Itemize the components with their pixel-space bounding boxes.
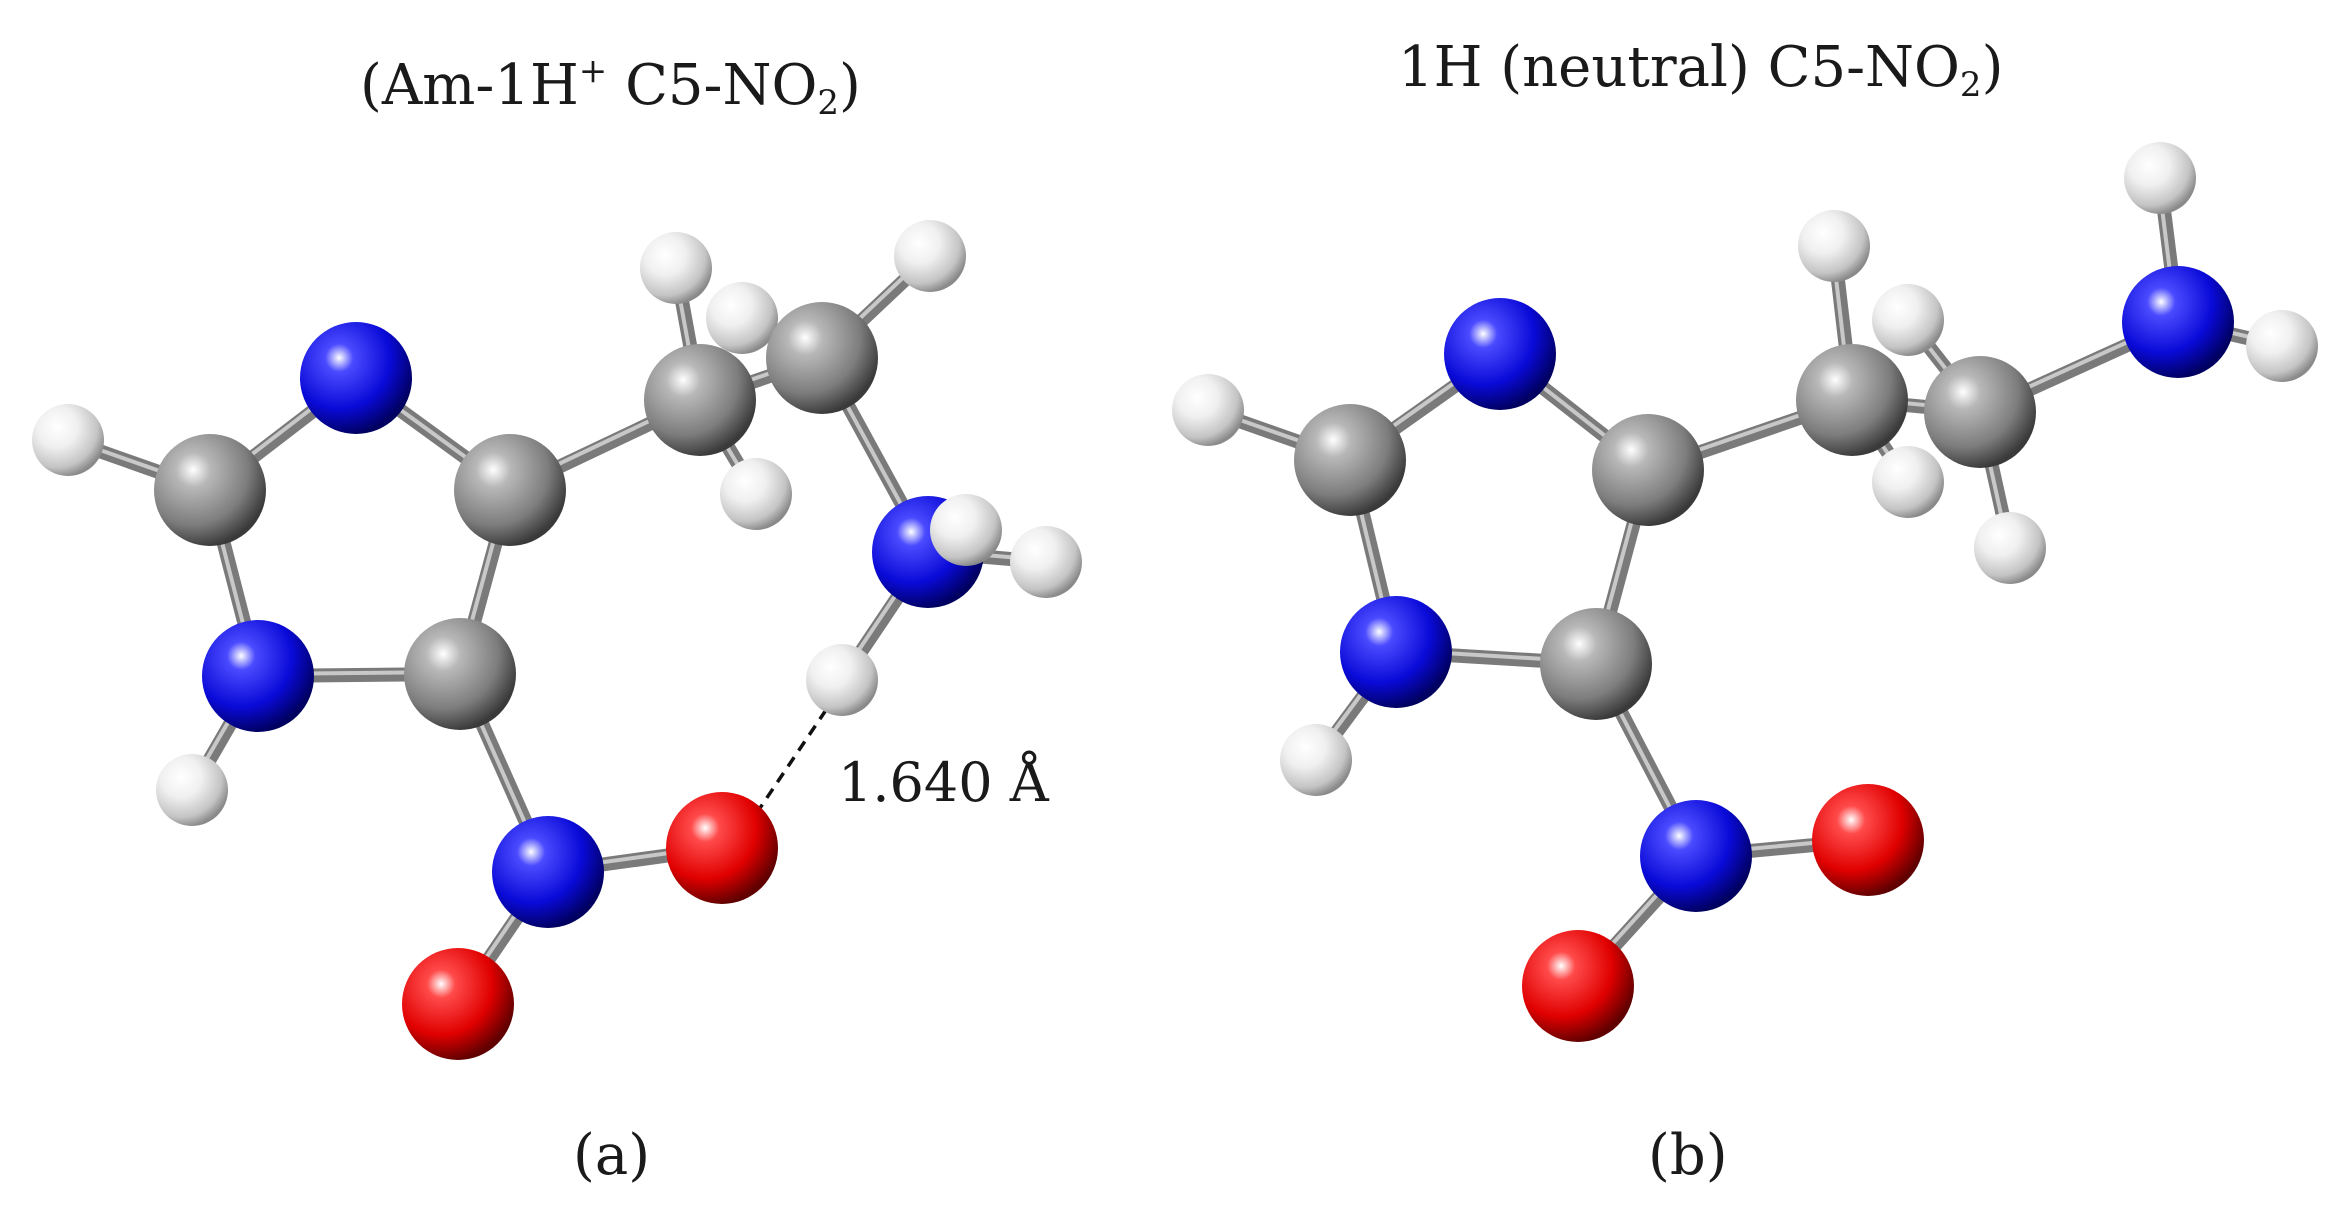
a-hydrogen-atom-ha2 bbox=[720, 458, 792, 530]
hydrogen-bond-dashed-line bbox=[758, 709, 828, 809]
a-oxygen-atom-o1 bbox=[666, 792, 778, 904]
a-hydrogen-atom-hb2 bbox=[894, 220, 966, 292]
b-hydrogen-atom-hb2 bbox=[1974, 512, 2046, 584]
a-carbon-atom-c2 bbox=[154, 434, 266, 546]
a-hydrogen-atom-h2 bbox=[32, 404, 104, 476]
b-oxygen-atom-o2 bbox=[1522, 930, 1634, 1042]
b-carbon-atom-ca bbox=[1796, 344, 1908, 456]
b-nitrogen-atom-n3 bbox=[1444, 298, 1556, 410]
a-hydrogen-atom-h1 bbox=[156, 754, 228, 826]
a-hydrogen-atom-hn1 bbox=[806, 644, 878, 716]
b-hydrogen-atom-h1 bbox=[1280, 724, 1352, 796]
b-hydrogen-atom-h2 bbox=[1172, 374, 1244, 446]
b-nitrogen-atom-n1 bbox=[1340, 596, 1452, 708]
b-hydrogen-atom-ha2 bbox=[1872, 446, 1944, 518]
a-oxygen-atom-o2 bbox=[402, 948, 514, 1060]
b-carbon-atom-c4 bbox=[1592, 414, 1704, 526]
a-carbon-atom-ca bbox=[644, 344, 756, 456]
b-hydrogen-atom-hn2 bbox=[2246, 310, 2318, 382]
b-nitrogen-atom-nn bbox=[1640, 800, 1752, 912]
a-hydrogen-atom-ha1 bbox=[640, 232, 712, 304]
panel-a-title: (Am-1H+ C5-NO2) bbox=[360, 54, 861, 120]
b-carbon-atom-c5 bbox=[1540, 608, 1652, 720]
a-nitrogen-atom-nn bbox=[492, 816, 604, 928]
panel-a-title-prefix: (Am-1H bbox=[360, 53, 579, 118]
b-hydrogen-atom-ha1 bbox=[1798, 210, 1870, 282]
a-nitrogen-atom-n1 bbox=[202, 620, 314, 732]
panel-b-title-suffix: ) bbox=[1981, 35, 2004, 100]
a-nitrogen-atom-n3 bbox=[300, 322, 412, 434]
panel-a-label: (a) bbox=[573, 1123, 651, 1188]
panel-b-title-subscript: 2 bbox=[1959, 65, 1982, 105]
atoms-b bbox=[1172, 142, 2318, 1042]
panel-a-title-suffix: ) bbox=[839, 53, 861, 118]
a-carbon-atom-c5 bbox=[404, 618, 516, 730]
a-hydrogen-atom-hn3 bbox=[1010, 526, 1082, 598]
a-carbon-atom-cb bbox=[766, 302, 878, 414]
a-hydrogen-atom-hb1 bbox=[706, 282, 778, 354]
molecule-b bbox=[1172, 142, 2318, 1042]
panel-a-title-middle: C5-NO bbox=[607, 53, 818, 118]
hydrogen-bond-distance-label: 1.640 Å bbox=[838, 751, 1049, 814]
b-oxygen-atom-o1 bbox=[1812, 784, 1924, 896]
b-carbon-atom-cb bbox=[1924, 356, 2036, 468]
b-hydrogen-atom-hb1 bbox=[1872, 284, 1944, 356]
b-hydrogen-atom-hn1 bbox=[2124, 142, 2196, 214]
panel-b-title-prefix: 1H (neutral) C5-NO bbox=[1398, 35, 1960, 100]
panel-a-title-subscript: 2 bbox=[817, 83, 840, 123]
atoms-a bbox=[32, 220, 1082, 1060]
b-nitrogen-atom-nam bbox=[2122, 266, 2234, 378]
a-carbon-atom-c4 bbox=[454, 434, 566, 546]
panel-b-title: 1H (neutral) C5-NO2) bbox=[1398, 40, 2003, 103]
panel-b-label: (b) bbox=[1648, 1123, 1728, 1188]
molecule-a bbox=[32, 220, 1082, 1060]
panel-a-title-superscript: + bbox=[578, 51, 608, 91]
a-hydrogen-atom-hn2 bbox=[930, 494, 1002, 566]
b-carbon-atom-c2 bbox=[1294, 404, 1406, 516]
